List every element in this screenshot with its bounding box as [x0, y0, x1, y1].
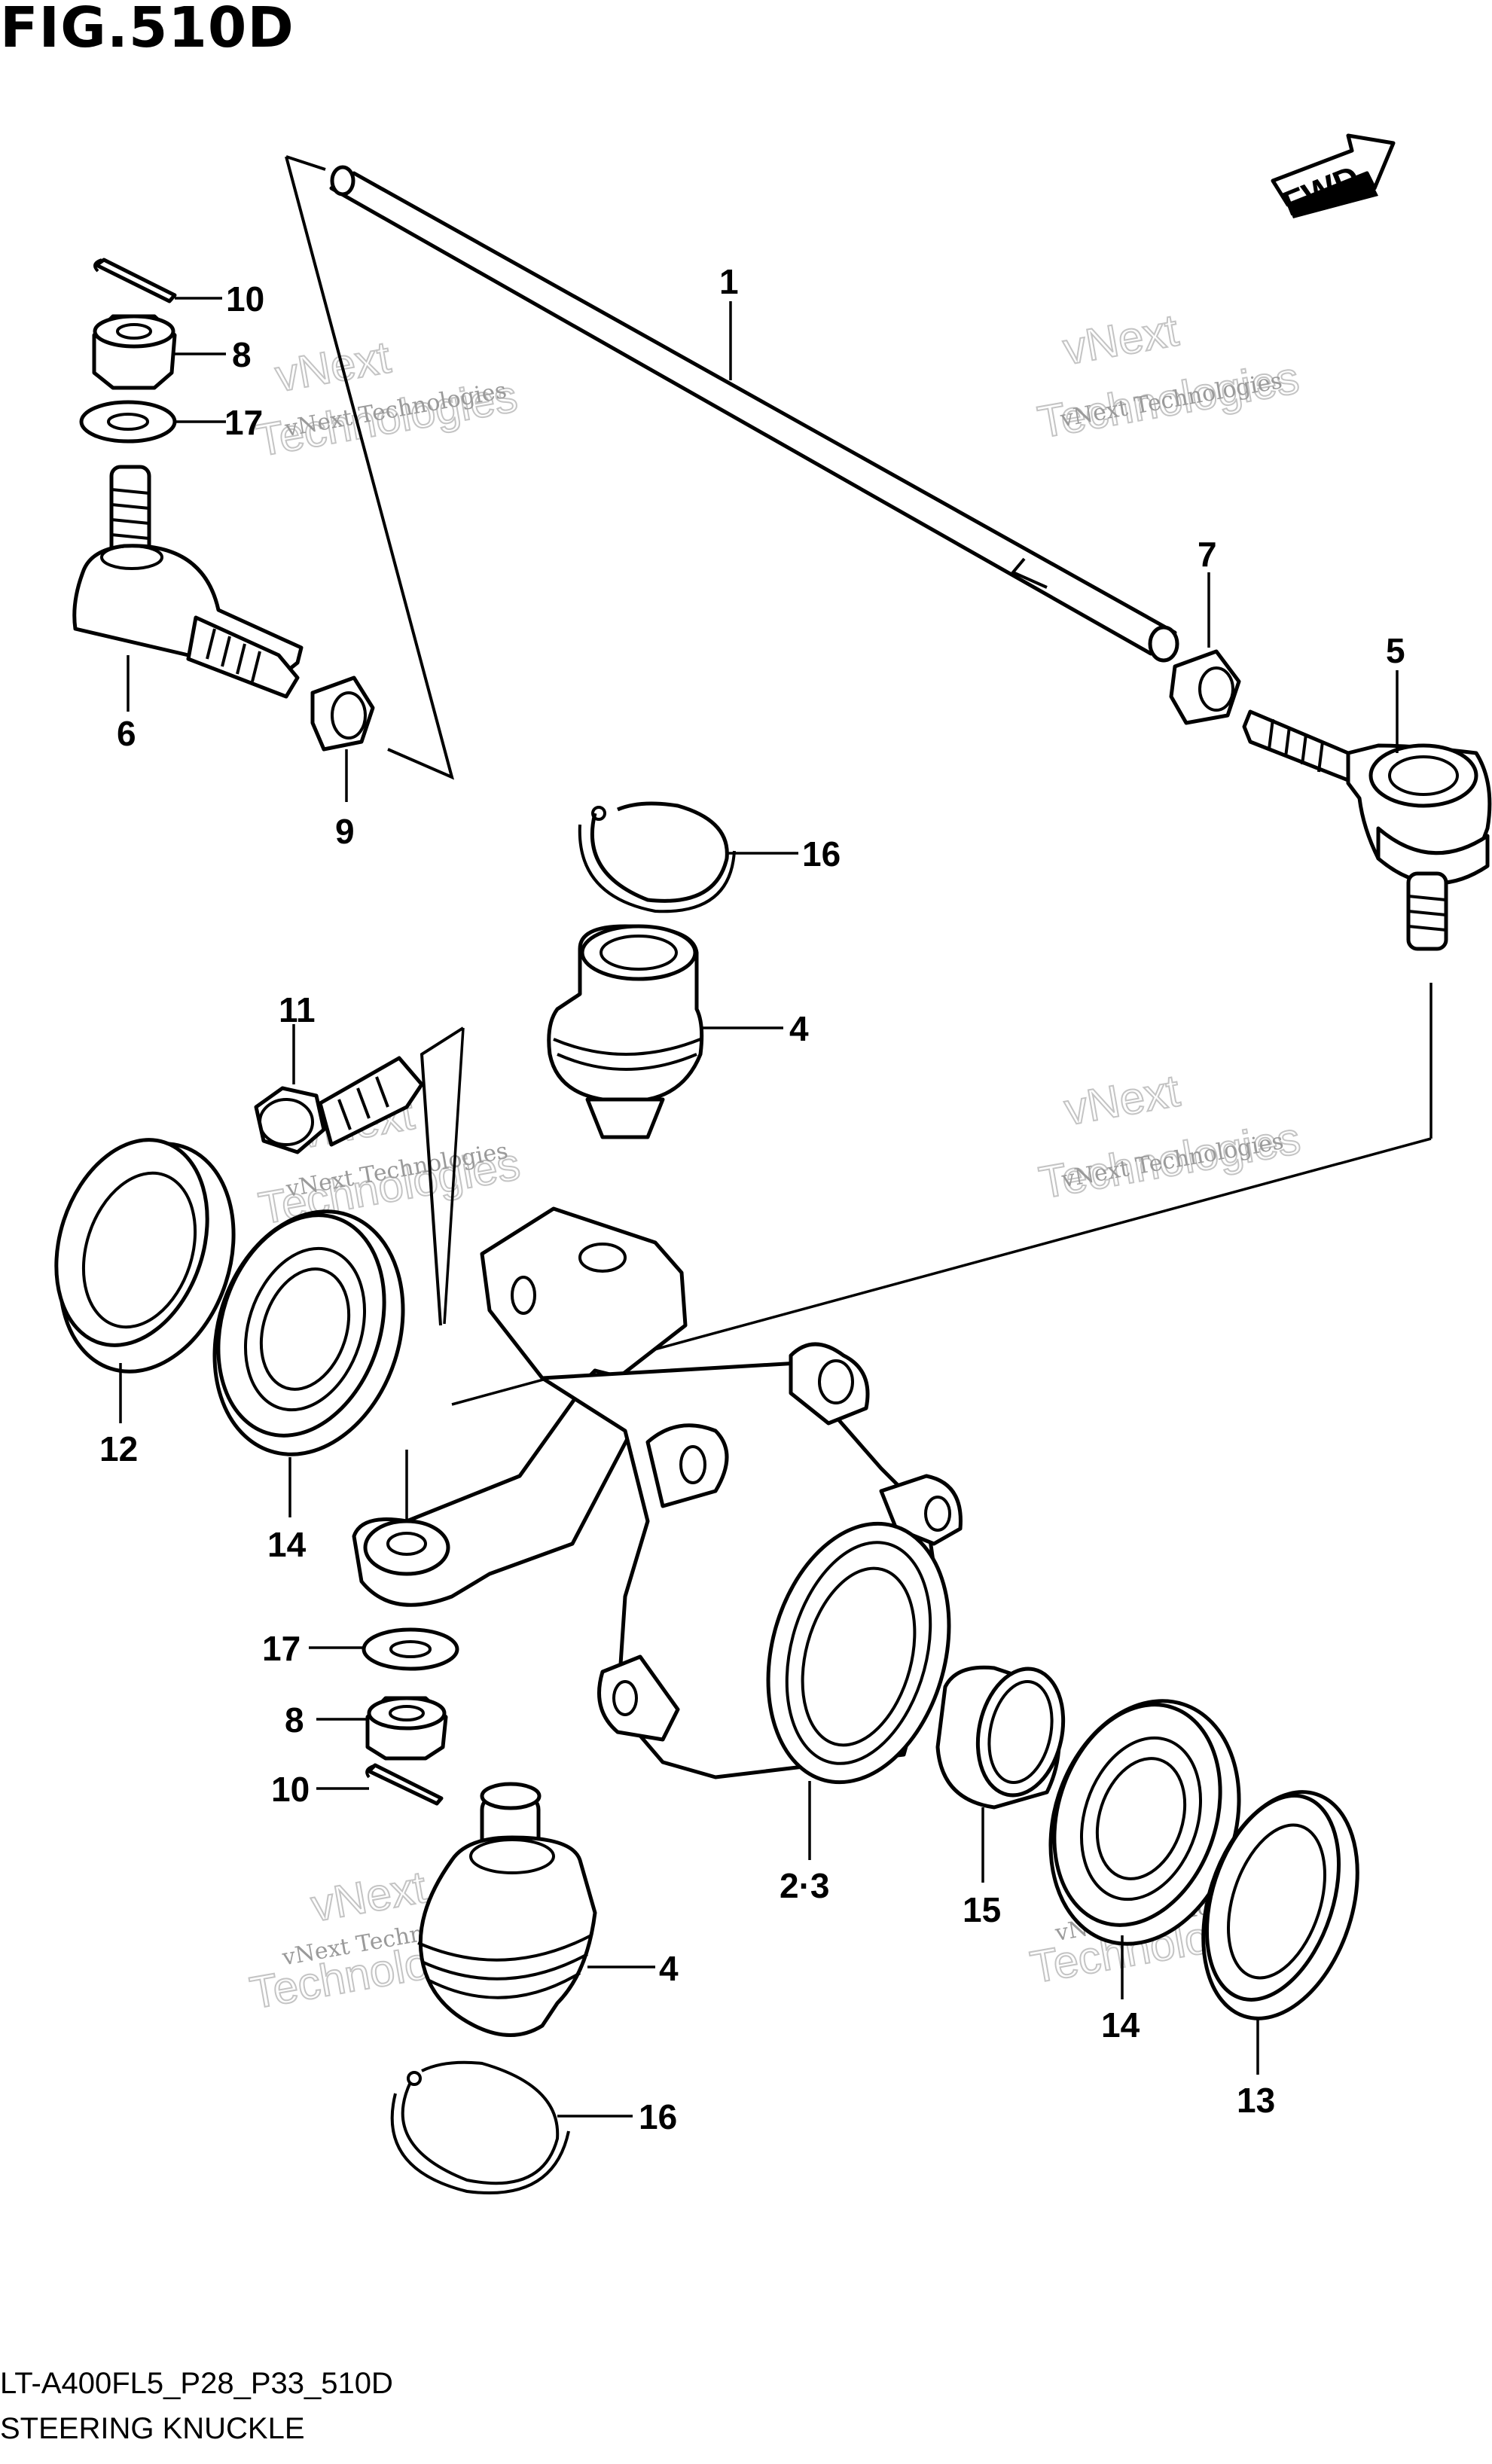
ball-joint-top: [547, 924, 704, 1139]
circlip-bottom: [390, 2060, 570, 2195]
watermark-group: vNext Technologies vNext Technologies: [1033, 303, 1304, 448]
oil-seal-left: [54, 1138, 236, 1374]
callout-12: 12: [99, 1429, 138, 1468]
figure-name: STEERING KNUCKLE: [0, 2412, 305, 2445]
bolt-11: [254, 1056, 424, 1154]
callout-8: 8: [232, 335, 252, 374]
callout-14: 14: [1101, 2005, 1140, 2045]
callout-9: 9: [335, 812, 355, 851]
bearing-upper: [212, 1209, 405, 1456]
callout-8: 8: [285, 1700, 304, 1740]
callout-labels: 1 10 8 17 6 9 7 5 16 4 11 12 14 17 8 10 …: [99, 262, 1405, 2136]
ball-joint-bottom: [417, 1782, 597, 2037]
callout-11: 11: [279, 990, 316, 1029]
callout-2-3: 2·3: [780, 1866, 829, 1905]
watermark-text: vNext: [1060, 1065, 1183, 1135]
watermark-text: vNext: [307, 1862, 430, 1932]
watermark-text: vNext: [1060, 304, 1182, 374]
washer-top: [79, 400, 177, 444]
nut-9: [310, 675, 375, 752]
callout-4: 4: [789, 1009, 809, 1048]
watermark-group: vNext Technologies vNext Technologies: [252, 331, 522, 466]
callout-4: 4: [659, 1949, 679, 1988]
fwd-arrow-icon: FWD: [1271, 133, 1396, 224]
callout-17: 17: [262, 1629, 301, 1668]
cotter-pin-bottom: [365, 1763, 444, 1806]
castle-nut-top: [92, 314, 177, 390]
callout-10: 10: [226, 279, 264, 319]
callout-5: 5: [1386, 631, 1405, 670]
callout-14: 14: [267, 1525, 307, 1564]
tie-rod-end-left: [72, 465, 304, 699]
circlip-top: [578, 801, 736, 913]
callout-16: 16: [802, 834, 841, 874]
callout-17: 17: [224, 403, 263, 442]
cotter-pin-top: [93, 258, 177, 303]
model-code: LT-A400FL5_P28_P33_510D: [0, 2367, 393, 2400]
callout-1: 1: [719, 262, 739, 301]
callout-16: 16: [639, 2097, 677, 2136]
callout-7: 7: [1198, 535, 1217, 574]
spacer-15: [935, 1665, 1066, 1810]
watermark-text: vNext: [272, 331, 395, 401]
callout-10: 10: [271, 1770, 310, 1809]
leader-lines: [119, 297, 1399, 2118]
figure-title: FIG.510D: [0, 0, 294, 60]
washer-bottom: [362, 1627, 459, 1671]
tie-rod-end-right: [1242, 709, 1492, 951]
bearing-lower: [1048, 1699, 1241, 1946]
nut-7: [1169, 649, 1241, 725]
castle-nut-bottom: [365, 1696, 448, 1761]
tie-rod: [329, 165, 1179, 663]
callout-13: 13: [1237, 2081, 1275, 2120]
callout-15: 15: [963, 1890, 1001, 1929]
callout-6: 6: [117, 714, 136, 753]
oil-seal-right: [1201, 1790, 1359, 2020]
steering-knuckle: [352, 1206, 963, 1785]
